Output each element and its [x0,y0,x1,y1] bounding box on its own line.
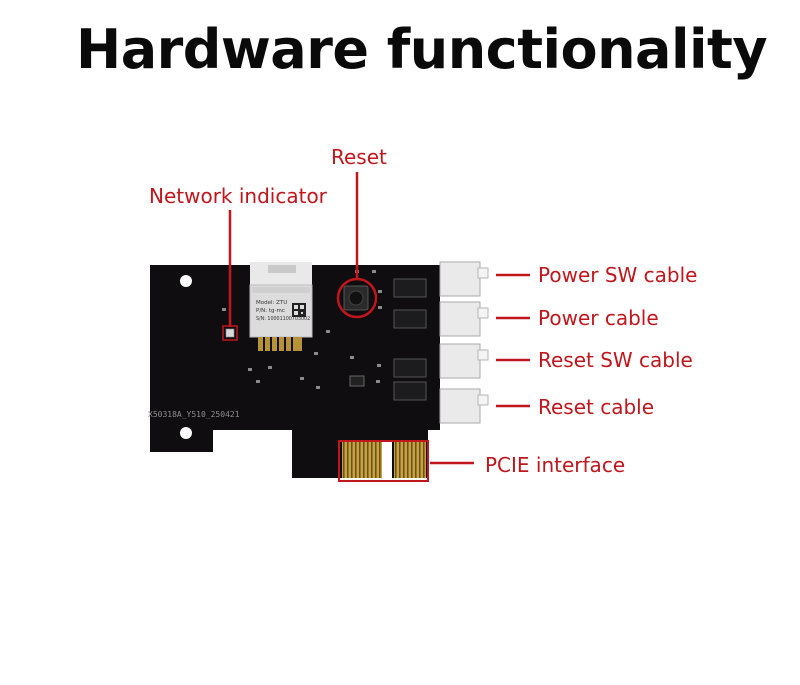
module-model-text: Model: ZTU [256,300,287,306]
network-indicator-label: Network indicator [149,184,327,208]
module-antenna-pad [268,265,296,273]
module-sn-text: S/N: 10001100703002 [256,316,310,322]
callout-lines [228,172,530,465]
reset-label: Reset [331,145,387,169]
pcie-interface-label: PCIE interface [485,453,626,477]
reset-cable-label: Reset cable [538,395,655,419]
network-indicator-highlight [222,325,238,341]
module-shield-top [252,287,310,293]
mounting-hole-top [180,275,192,287]
power-cable-label: Power cable [538,306,659,330]
reset-button-cap [348,290,364,306]
pcie-gold-fingers-right [394,442,426,478]
pcie-highlight-box [338,440,429,482]
relay-blocks [393,278,427,401]
smd-components [222,270,408,389]
network-indicator-led [225,328,235,338]
mounting-hole-bottom [180,427,192,439]
reset-sw-cable-label: Reset SW cable [538,348,693,372]
page-title: Hardware functionality [76,18,768,81]
connector-tabs [477,267,489,406]
board-silkscreen-text: X50318A_Y510_250421 [148,410,240,419]
connectors [439,261,481,424]
module-pn-text: P/N: tg-mc [256,308,285,314]
pcie-gold-fingers-left [342,442,382,478]
power-sw-cable-label: Power SW cable [538,263,698,287]
pcb-board [150,265,440,478]
smd-chip [349,375,365,387]
pcie-notch [382,440,392,478]
